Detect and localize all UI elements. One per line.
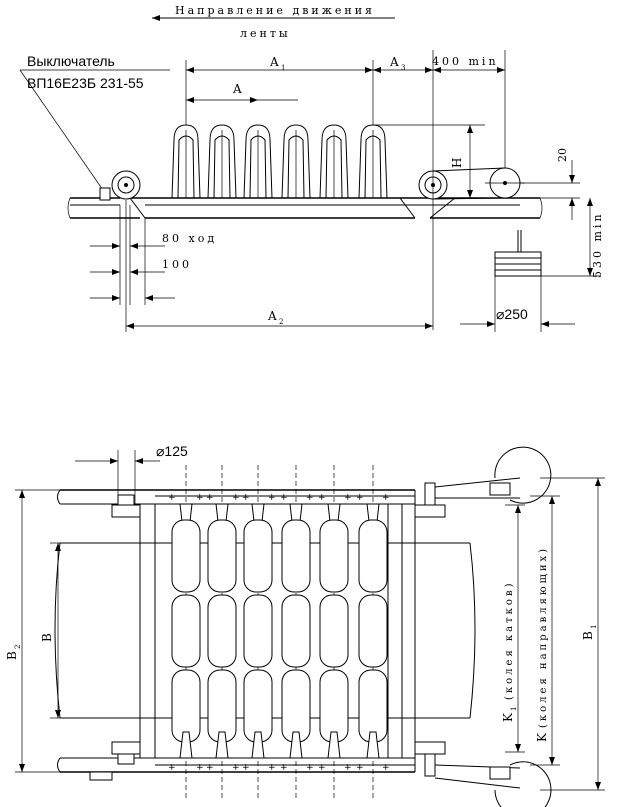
svg-text:+: + bbox=[344, 763, 352, 773]
switch-model-label: ВП16Е23Б 231-55 bbox=[27, 75, 144, 91]
centering-roller-6 bbox=[355, 124, 391, 199]
dim-a3-sub: 3 bbox=[401, 64, 405, 72]
dim-530-label: 530 min bbox=[591, 211, 604, 278]
dim-k1-label: K bbox=[501, 712, 515, 722]
svg-text:+: + bbox=[356, 493, 364, 503]
plan-rollers bbox=[171, 503, 388, 759]
dim-k1-note: (колея катков) bbox=[504, 581, 515, 700]
dim-b1-sub: 1 bbox=[590, 625, 598, 629]
dim-a1-sub: 1 bbox=[281, 64, 285, 72]
dim-b1-label: B bbox=[581, 631, 595, 640]
right-bearing-top bbox=[414, 504, 446, 518]
dim-20-label: 20 bbox=[556, 148, 569, 162]
roller-group bbox=[168, 124, 391, 199]
plan-roller-col-3 bbox=[243, 503, 273, 759]
svg-text:+: + bbox=[206, 493, 214, 503]
dim-k-label: K bbox=[535, 732, 549, 742]
svg-text:+: + bbox=[196, 763, 204, 773]
dim-b2-label: B bbox=[5, 651, 19, 660]
svg-text:+: + bbox=[168, 493, 176, 503]
svg-text:+: + bbox=[382, 493, 390, 503]
plan-view: ⌀125 bbox=[5, 443, 605, 807]
centering-roller-1 bbox=[168, 124, 204, 199]
svg-text:+: + bbox=[232, 763, 240, 773]
left-bearing-top bbox=[111, 504, 141, 518]
dim-k-note: (колея направляющих) bbox=[538, 546, 549, 728]
dim-a-label: A bbox=[232, 82, 242, 96]
plan-roller-col-4 bbox=[281, 503, 311, 759]
side-view: Направление движения ленты Выключатель В… bbox=[19, 4, 604, 332]
svg-text:+: + bbox=[306, 763, 314, 773]
svg-text:+: + bbox=[356, 763, 364, 773]
rail-bolt-marks: ++ ++ ++ ++ ++ ++ ++ ++ ++ ++ ++ ++ bbox=[168, 493, 390, 773]
right-bearing-bottom bbox=[414, 741, 446, 755]
dim-a3-label: A bbox=[389, 55, 399, 69]
svg-text:+: + bbox=[206, 763, 214, 773]
svg-text:+: + bbox=[306, 493, 314, 503]
svg-text:+: + bbox=[242, 493, 250, 503]
svg-text:+: + bbox=[344, 493, 352, 503]
switch-label: Выключатель bbox=[27, 53, 115, 69]
centering-roller-5 bbox=[316, 124, 352, 199]
dim-250-label: ⌀250 bbox=[496, 306, 528, 322]
plan-roller-col-2 bbox=[207, 503, 237, 759]
plan-roller-col-5 bbox=[319, 503, 349, 759]
dim-a1-label: A bbox=[269, 55, 279, 69]
svg-text:+: + bbox=[268, 763, 276, 773]
dim-h-label: H bbox=[450, 158, 464, 168]
svg-text:+: + bbox=[318, 763, 326, 773]
svg-text:+: + bbox=[280, 493, 288, 503]
centering-roller-2 bbox=[204, 124, 240, 199]
right-wheel-top bbox=[494, 446, 552, 504]
dim-80-label: 80 ход bbox=[162, 232, 217, 245]
svg-text:+: + bbox=[232, 493, 240, 503]
plan-frame bbox=[139, 503, 403, 759]
direction-label: Направление движения bbox=[175, 4, 375, 17]
left-bearing-bottom bbox=[111, 741, 141, 755]
switch-leader bbox=[19, 69, 106, 194]
dim-b-label: B bbox=[40, 633, 54, 642]
centering-roller-4 bbox=[278, 124, 314, 199]
svg-text:+: + bbox=[268, 493, 276, 503]
dim-400-label: 400 min bbox=[432, 55, 499, 68]
plan-roller-col-6 bbox=[358, 503, 388, 759]
centering-roller-3 bbox=[240, 124, 276, 199]
svg-text:+: + bbox=[280, 763, 288, 773]
plan-roller-col-1 bbox=[171, 503, 201, 759]
dim-a2-label: A bbox=[267, 309, 277, 323]
svg-text:+: + bbox=[242, 763, 250, 773]
dim-125-label: ⌀125 bbox=[156, 443, 188, 459]
dim-100-label: 100 bbox=[162, 258, 192, 271]
dim-b2-sub: 2 bbox=[14, 645, 22, 649]
direction-label-2: ленты bbox=[240, 27, 291, 40]
right-wheel-bottom bbox=[494, 761, 552, 807]
svg-text:+: + bbox=[318, 493, 326, 503]
svg-text:+: + bbox=[168, 763, 176, 773]
dim-k1-sub: 1 bbox=[510, 707, 518, 711]
dim-a2-sub: 2 bbox=[279, 318, 283, 326]
svg-text:+: + bbox=[196, 493, 204, 503]
svg-text:+: + bbox=[382, 763, 390, 773]
